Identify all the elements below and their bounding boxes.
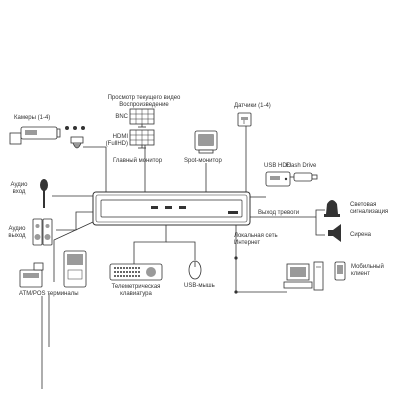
- audio-out-line2: выход: [8, 233, 26, 239]
- hdmi-label: HDMI (FullHD): [100, 134, 128, 148]
- dvr-icon: [92, 191, 251, 226]
- cameras-label: Камеры (1-4): [14, 115, 51, 121]
- beacon-icon: [324, 200, 340, 217]
- spot-monitor-label: Spot-монитор: [184, 158, 222, 164]
- view-line2: Воспроизведение: [119, 102, 169, 108]
- keyboard-icon: [109, 263, 163, 281]
- hdmi-line2: (FullHD): [105, 141, 128, 147]
- audio-in-label: Аудио вход: [8, 182, 30, 196]
- hdmi-line1: HDMI: [112, 134, 128, 140]
- flash-drive-icon: [290, 172, 318, 182]
- grid-monitor-icon: [129, 108, 155, 149]
- mouse-icon: [188, 260, 202, 280]
- main-monitor-label: Главный монитор: [113, 158, 163, 164]
- keyboard-line1: Телеметрическая: [111, 284, 161, 290]
- audio-in-line2: вход: [12, 189, 26, 195]
- view-line1: Просмотр текущего видео: [107, 95, 181, 101]
- network-line2: Интернет: [234, 240, 261, 246]
- mobile-phone-icon: [334, 261, 346, 281]
- beacon-line2: сигнализация: [350, 209, 389, 215]
- bnc-label: BNC: [115, 114, 128, 120]
- network-label: Локальная сеть Интернет: [234, 233, 278, 247]
- hard-drive-icon: [265, 171, 291, 187]
- sensors-label: Датчики (1-4): [234, 103, 271, 109]
- network-tap-dot: [234, 256, 238, 260]
- keyboard-label: Телеметрическая клавиатура: [108, 284, 164, 298]
- flash-drive-label: Flash Drive: [286, 163, 317, 169]
- mobile-label: Мобильный клиент: [351, 264, 384, 278]
- beacon-label: Световая сигнализация: [350, 202, 388, 216]
- pos-terminal-icon: [19, 250, 87, 288]
- keyboard-line2: клавиатура: [120, 291, 152, 297]
- computer-icon: [283, 261, 324, 291]
- audio-out-line1: Аудио: [8, 226, 26, 232]
- view-label: Просмотр текущего видео Воспроизведение: [100, 95, 188, 109]
- atm-pos-label: ATM/POS терминалы: [19, 291, 79, 297]
- sensor-icon: [237, 112, 252, 127]
- audio-in-line1: Аудио: [10, 182, 28, 188]
- mouse-label: USB-мышь: [184, 283, 215, 289]
- network-tap-dot: [234, 290, 238, 294]
- usb-hdd-label: USB HDD: [264, 163, 292, 169]
- mobile-line2: клиент: [351, 271, 370, 277]
- alarm-out-label: Выход тревоги: [258, 210, 300, 216]
- microphone-icon: [40, 179, 48, 208]
- siren-icon: [328, 224, 341, 242]
- beacon-line1: Световая: [350, 202, 377, 208]
- crt-monitor-icon: [194, 130, 218, 154]
- mobile-line1: Мобильный: [351, 264, 384, 270]
- network-line1: Локальная сеть: [234, 233, 278, 239]
- audio-out-label: Аудио выход: [6, 226, 28, 240]
- speaker-icon: [32, 218, 53, 246]
- siren-label: Сирена: [350, 232, 372, 238]
- camera-icon: [9, 126, 85, 149]
